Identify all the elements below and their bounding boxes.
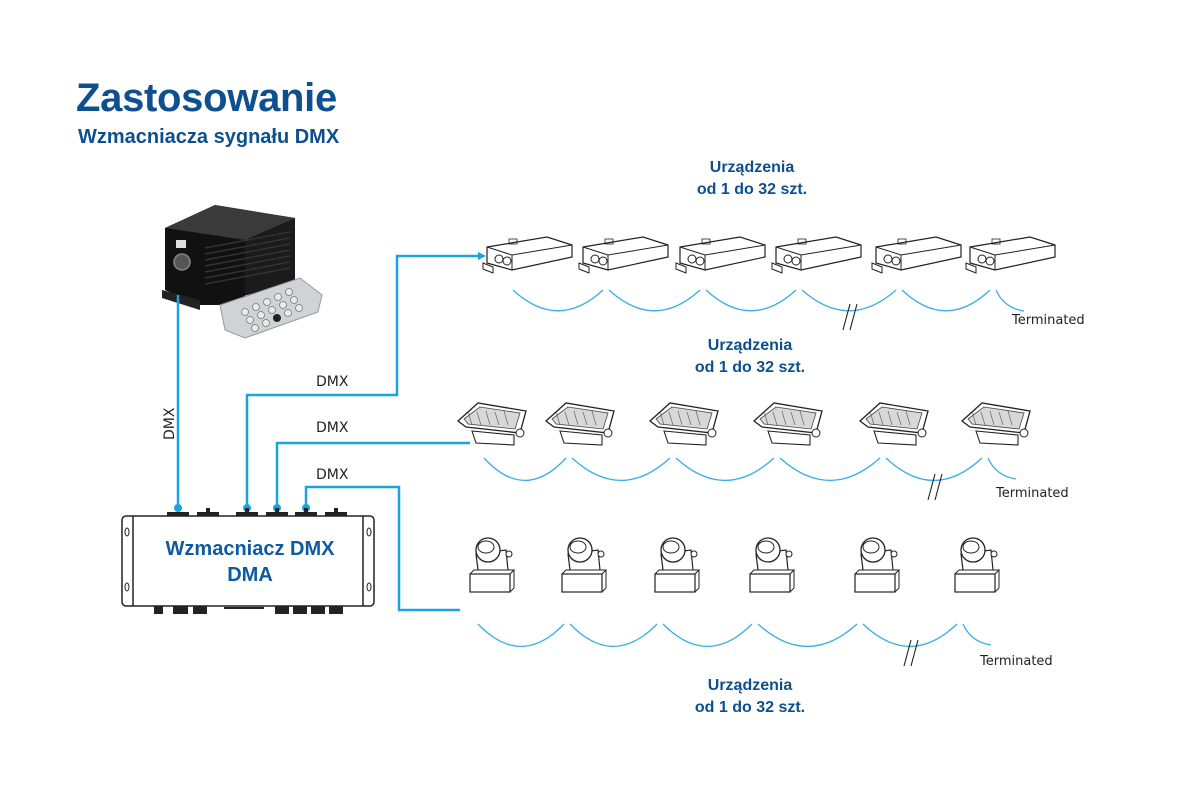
- led-driver-device: [771, 236, 862, 274]
- dmx-cables: [176, 254, 478, 612]
- daisy-chain-link: [757, 623, 858, 648]
- group-1-terminator-label: Terminated: [1012, 313, 1085, 328]
- cable-output-1: [245, 254, 478, 508]
- group-3-label: Urządzenia od 1 do 32 szt.: [640, 675, 860, 719]
- led-driver-device: [578, 236, 669, 274]
- device-row-2: [456, 402, 1031, 501]
- terminator-link: [987, 457, 1017, 480]
- daisy-chain-link: [512, 289, 604, 312]
- page-subtitle: Wzmacniacza sygnału DMX: [78, 126, 340, 148]
- daisy-chain-link: [885, 457, 983, 481]
- daisy-chain-link: [675, 457, 775, 482]
- group-2-terminator-label: Terminated: [996, 486, 1069, 501]
- device-row-3: [469, 537, 1001, 667]
- group-3-terminator-label: Terminated: [980, 654, 1053, 669]
- led-floodlight-device: [544, 402, 615, 446]
- page-title: Zastosowanie: [76, 76, 337, 120]
- moving-head-device: [954, 537, 1001, 593]
- led-driver-device: [871, 236, 962, 274]
- group-1-label: Urządzenia od 1 do 32 szt.: [642, 157, 862, 201]
- group-1-label-line2: od 1 do 32 szt.: [696, 181, 808, 198]
- break-mark-icon: [927, 473, 936, 501]
- output-3-cable-label: DMX: [316, 467, 349, 483]
- amplifier-label-line1: Wzmacniacz DMX: [165, 538, 335, 560]
- group-2-label-line1: Urządzenia: [707, 337, 793, 354]
- led-floodlight-device: [752, 402, 823, 446]
- led-floodlight-device: [960, 402, 1031, 446]
- terminator-link: [962, 623, 992, 646]
- amplifier-label-line2: DMA: [227, 564, 273, 586]
- group-3-label-line1: Urządzenia: [707, 677, 793, 694]
- terminator-link: [995, 289, 1025, 312]
- moving-head-device: [561, 537, 608, 593]
- led-floodlight-device: [648, 402, 719, 446]
- led-driver-device: [675, 236, 766, 274]
- dmx-controller: [162, 205, 295, 310]
- cable-output-3: [304, 485, 460, 612]
- amplifier-label: Wzmacniacz DMX DMA: [125, 536, 375, 588]
- daisy-chain-link: [571, 457, 671, 482]
- break-mark-icon: [842, 303, 851, 331]
- output-1-cable-label: DMX: [316, 374, 349, 390]
- daisy-chain-link: [569, 623, 658, 647]
- device-row-1: [482, 236, 1056, 331]
- amplifier-connectors: [154, 508, 347, 614]
- daisy-chain-link: [662, 623, 753, 647]
- daisy-chain-link: [901, 289, 991, 312]
- group-1-label-line1: Urządzenia: [709, 159, 795, 176]
- group-2-label: Urządzenia od 1 do 32 szt.: [640, 335, 860, 379]
- daisy-chain-link: [862, 623, 958, 647]
- led-driver-device: [482, 236, 573, 274]
- moving-head-device: [854, 537, 901, 593]
- daisy-chain-link: [483, 457, 567, 481]
- break-mark-icon: [903, 639, 912, 667]
- daisy-chain-link: [779, 457, 881, 482]
- group-3-label-line2: od 1 do 32 szt.: [694, 699, 806, 716]
- daisy-chain-link: [801, 289, 897, 312]
- output-2-cable-label: DMX: [316, 420, 349, 436]
- led-floodlight-device: [456, 402, 527, 446]
- moving-head-device: [654, 537, 701, 593]
- moving-head-device: [469, 537, 516, 593]
- led-floodlight-device: [858, 402, 929, 446]
- cable-output-2: [275, 441, 470, 508]
- daisy-chain-link: [705, 289, 797, 312]
- led-driver-device: [965, 236, 1056, 274]
- remote-control: [219, 277, 323, 339]
- daisy-chain-link: [477, 623, 565, 647]
- moving-head-device: [749, 537, 796, 593]
- controller-cable-label: DMX: [162, 407, 178, 440]
- group-2-label-line2: od 1 do 32 szt.: [694, 359, 806, 376]
- daisy-chain-link: [608, 289, 701, 312]
- xlr-connector-icon: [173, 253, 191, 271]
